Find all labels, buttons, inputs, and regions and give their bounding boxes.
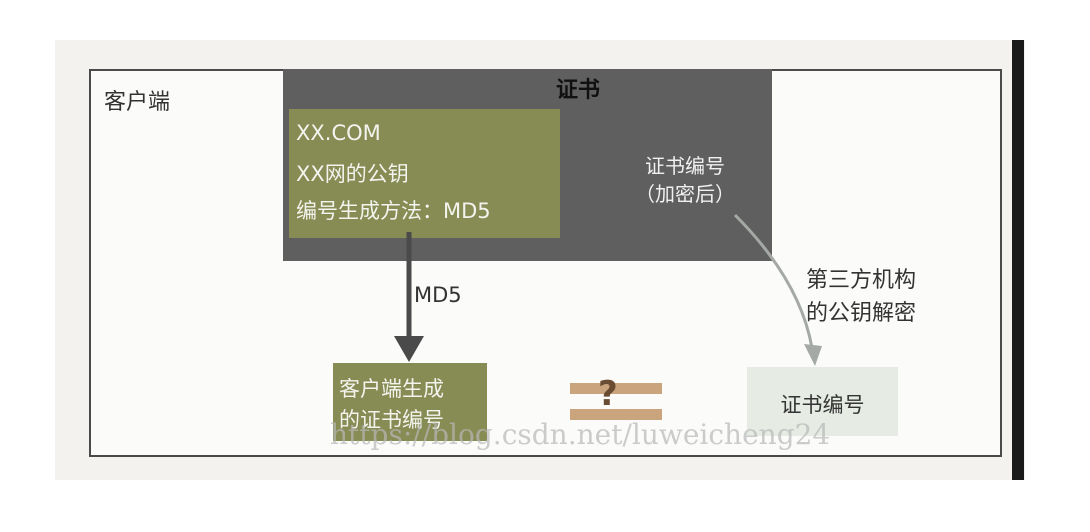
encrypted-cert-number-note: （加密后） — [635, 182, 735, 206]
watermark: https://blog.csdn.net/luweicheng24 — [330, 418, 831, 451]
decrypt-arrow — [733, 213, 822, 366]
certificate-public-key: XX网的公钥 — [296, 162, 409, 186]
certificate-content-box — [289, 109, 560, 238]
right-edge-bar — [1012, 40, 1024, 480]
client-generated-box — [333, 363, 487, 441]
md5-arrow-label: MD5 — [414, 283, 462, 307]
comparison-question-mark: ? — [598, 374, 618, 414]
comparison-bar-top — [570, 383, 662, 394]
client-generated-line1: 客户端生成 — [339, 377, 444, 401]
encrypted-cert-number-label: 证书编号 — [645, 154, 725, 178]
third-party-label-line2: 的公钥解密 — [806, 301, 917, 326]
decrypted-cert-number-box — [747, 367, 898, 436]
certificate-domain: XX.COM — [296, 121, 381, 145]
certificate-title: 证书 — [555, 78, 600, 103]
third-party-label-line1: 第三方机构 — [806, 268, 917, 293]
client-label: 客户端 — [104, 90, 171, 115]
decrypted-cert-number-label: 证书编号 — [780, 393, 865, 417]
certificate-hash-method: 编号生成方法：MD5 — [296, 199, 491, 223]
client-generated-line2: 的证书编号 — [339, 408, 444, 432]
md5-arrow — [394, 232, 424, 362]
comparison-bar-bottom — [570, 409, 662, 420]
